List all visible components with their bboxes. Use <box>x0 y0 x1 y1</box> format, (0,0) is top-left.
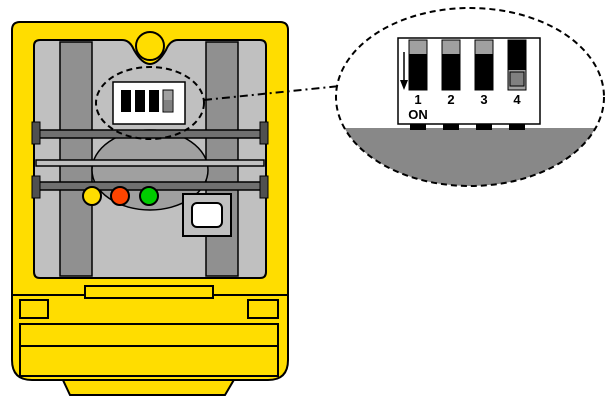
dip-switch-2[interactable]: 2 <box>441 39 461 130</box>
switch-lever <box>475 54 493 90</box>
bar-clips <box>31 121 269 199</box>
left-rail <box>59 41 93 277</box>
housing-front-band <box>19 323 279 347</box>
zoom-leader-line <box>203 85 341 101</box>
dip-switch-1[interactable]: 1 <box>408 39 428 130</box>
housing-step-right <box>247 299 279 319</box>
switch-number: 2 <box>447 92 454 107</box>
switch-pin <box>509 124 525 130</box>
yellow-led <box>82 186 102 206</box>
arrow-down-icon <box>400 52 408 90</box>
led-group <box>82 186 159 206</box>
inner-panel <box>31 39 269 279</box>
top-knob <box>135 31 165 61</box>
switch-number: 4 <box>513 92 521 107</box>
housing-bottom-band <box>19 345 279 377</box>
zoom-dip-switches: 1 2 3 4 <box>408 39 527 130</box>
switch-lever <box>442 54 460 90</box>
device-dip-switch[interactable] <box>112 81 186 125</box>
on-label: ON <box>408 107 428 122</box>
red-led <box>110 186 130 206</box>
right-rail <box>205 41 239 277</box>
zoom-pcb-base <box>336 128 604 186</box>
housing-step-left <box>19 299 49 319</box>
switch-pin <box>443 124 459 130</box>
mount-bar-upper <box>35 129 265 139</box>
dip-switch-4[interactable]: 4 <box>507 39 527 130</box>
mount-bar-middle <box>35 159 265 167</box>
dip-switch-3[interactable]: 3 <box>474 39 494 130</box>
zoom-callout: 1 2 3 4 ON <box>335 7 605 187</box>
switch-pin <box>476 124 492 130</box>
switch-lever-upper <box>508 40 526 70</box>
push-button-icon[interactable] <box>182 193 232 237</box>
green-led <box>139 186 159 206</box>
magnify-marker <box>95 66 205 140</box>
switch-number: 3 <box>480 92 487 107</box>
housing-slot <box>84 285 214 299</box>
switch-pin <box>410 124 426 130</box>
switch-lever <box>409 54 427 90</box>
zoom-dashed-outline <box>335 7 605 187</box>
switch-number: 1 <box>414 92 421 107</box>
switch-lever <box>509 71 525 87</box>
